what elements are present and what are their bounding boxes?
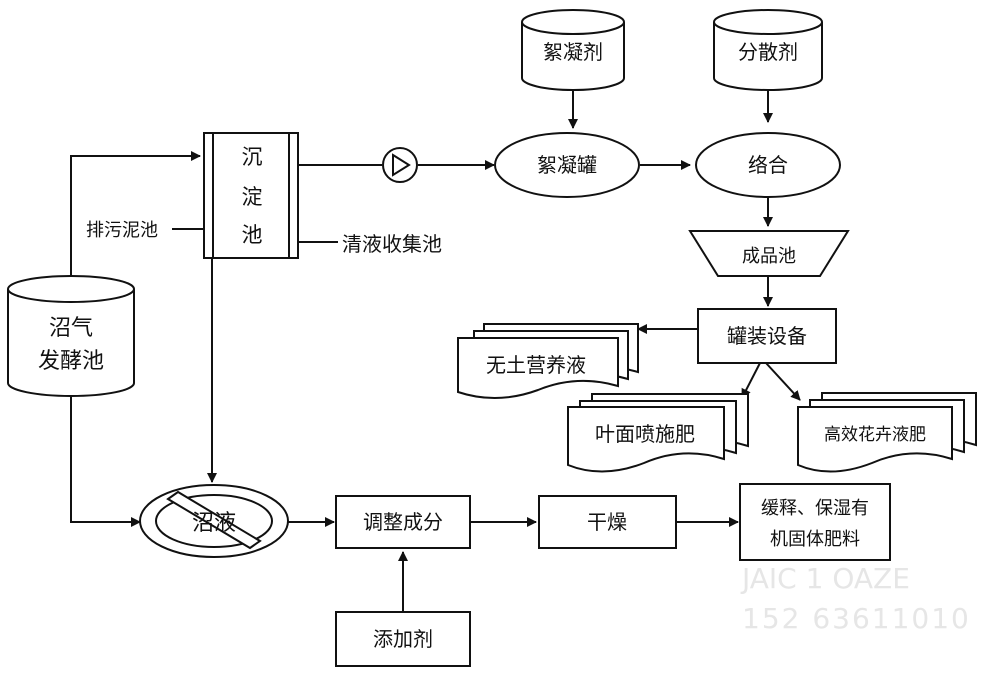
filling-equipment-label: 罐装设备 bbox=[727, 324, 807, 348]
drying-node: 干燥 bbox=[538, 495, 677, 549]
dispersant-label: 分散剂 bbox=[738, 40, 798, 64]
solid-fertilizer-node: 缓释、保湿有 机固体肥料 bbox=[739, 483, 891, 561]
sedimentation-label-3: 池 bbox=[242, 223, 263, 247]
foliar-fertilizer-document: 叶面喷施肥 bbox=[567, 393, 749, 473]
biogas-liquid-label: 沼液 bbox=[192, 511, 236, 536]
dispersant-cylinder: 分散剂 bbox=[713, 9, 823, 91]
flower-fertilizer-label: 高效花卉液肥 bbox=[824, 425, 926, 445]
connector-digester-to-sedimentation bbox=[70, 151, 201, 275]
product-tank-node: 成品池 bbox=[688, 230, 850, 277]
sedimentation-label-1: 沉 bbox=[242, 145, 263, 169]
watermark-line2: 152 63611010 bbox=[742, 602, 971, 635]
drying-label: 干燥 bbox=[587, 510, 627, 534]
solid-fertilizer-label-1: 缓释、保湿有 bbox=[761, 498, 869, 519]
flower-fertilizer-document: 高效花卉液肥 bbox=[797, 392, 977, 473]
flocculation-tank-node: 絮凝罐 bbox=[494, 132, 640, 198]
filling-equipment-node: 罐装设备 bbox=[697, 308, 837, 364]
clear-liquid-pool-label: 清液收集池 bbox=[342, 232, 442, 256]
sludge-pool-label: 排污泥池 bbox=[86, 220, 158, 241]
soilless-nutrient-label: 无土营养液 bbox=[486, 353, 586, 377]
foliar-fertilizer-label: 叶面喷施肥 bbox=[595, 422, 695, 446]
biogas-digester-cylinder: 沼气 发酵池 bbox=[7, 275, 135, 397]
solid-fertilizer-label-2: 机固体肥料 bbox=[770, 529, 860, 550]
adjust-composition-label: 调整成分 bbox=[363, 510, 443, 534]
additive-label: 添加剂 bbox=[373, 627, 433, 651]
flocculation-tank-label: 絮凝罐 bbox=[537, 153, 597, 177]
flocculant-cylinder: 絮凝剂 bbox=[521, 9, 625, 91]
connector-filling-to-flower bbox=[765, 362, 801, 401]
connector-digester-to-liquid bbox=[70, 394, 141, 527]
flocculant-label: 絮凝剂 bbox=[543, 40, 603, 64]
connector-filling-to-foliar bbox=[741, 362, 761, 399]
sedimentation-label-2: 淀 bbox=[242, 185, 263, 209]
sedimentation-tank: 沉 淀 池 bbox=[203, 132, 299, 259]
complexing-node: 络合 bbox=[695, 132, 841, 198]
pump-icon bbox=[382, 147, 418, 183]
watermark-line1: JAIC 1 OAZE bbox=[740, 562, 910, 595]
biogas-liquid-node: 沼液 bbox=[139, 484, 289, 558]
product-tank-label: 成品池 bbox=[742, 246, 796, 267]
soilless-nutrient-document: 无土营养液 bbox=[457, 323, 639, 399]
biogas-digester-label-1: 沼气 bbox=[49, 316, 93, 341]
complexing-label: 络合 bbox=[748, 153, 788, 177]
additive-node: 添加剂 bbox=[335, 611, 471, 667]
biogas-digester-label-2: 发酵池 bbox=[38, 349, 104, 374]
adjust-composition-node: 调整成分 bbox=[335, 495, 471, 549]
